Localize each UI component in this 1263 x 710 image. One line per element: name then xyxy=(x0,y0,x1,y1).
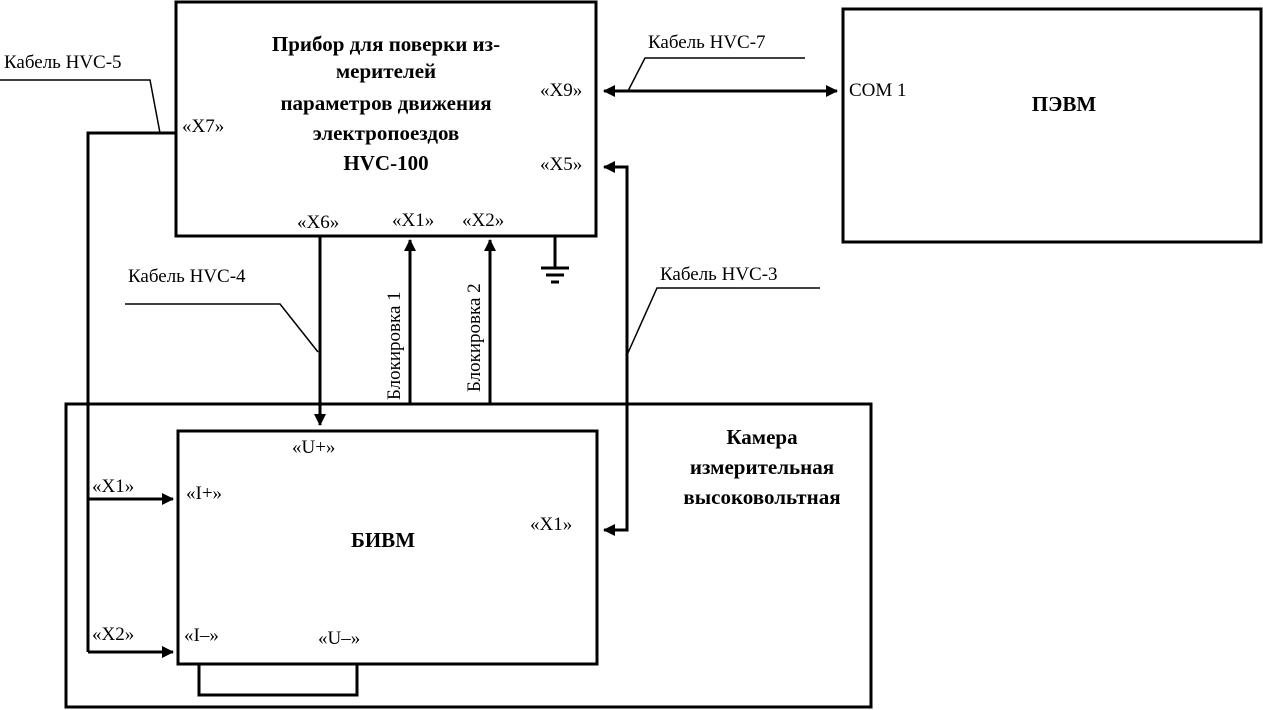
interlock-1: Блокировка 1 xyxy=(384,239,416,404)
ground-icon xyxy=(541,236,569,284)
bivm-port-x1: «X1» xyxy=(530,514,572,535)
bivm-port-i-plus: «I+» xyxy=(186,483,222,504)
cable-hvc7: Кабель HVC-7 xyxy=(603,32,838,97)
bivm-jumper xyxy=(197,664,359,697)
external-port-x2: «X2» xyxy=(92,624,134,645)
chamber-box xyxy=(64,402,873,709)
chamber-block: Камера измерительная высоковольтная xyxy=(64,402,873,709)
bivm-port-u-plus: «U+» xyxy=(292,437,335,458)
chamber-title-line-3: высоковольтная xyxy=(683,485,840,509)
cable-hvc4-label: Кабель HVC-4 xyxy=(128,266,246,287)
cable-hvc4-leader xyxy=(125,303,319,353)
cable-hvc5-label: Кабель HVC-5 xyxy=(4,52,122,73)
cable-hvc3-label: Кабель HVC-3 xyxy=(660,264,778,285)
device-title-line-3: параметров движения xyxy=(280,91,491,115)
device-title-line-1: Прибор для поверки из- xyxy=(272,32,500,56)
device-port-x5: «X5» xyxy=(540,154,582,175)
device-title-line-2: мерителей xyxy=(336,59,436,83)
device-port-x9: «X9» xyxy=(540,80,582,101)
cable-hvc7-label: Кабель HVC-7 xyxy=(648,32,766,53)
pc-box xyxy=(841,7,1263,244)
bivm-title: БИВМ xyxy=(351,528,415,552)
device-box xyxy=(174,0,598,238)
pc-block: ПЭВМ COM 1 xyxy=(841,7,1263,244)
bivm-block: БИВМ «U+» «I+» «I–» «U–» «X1» xyxy=(176,429,599,666)
cable-hvc4: Кабель HVC-4 xyxy=(125,236,326,426)
device-title-line-5: HVC-100 xyxy=(343,151,428,175)
bivm-box xyxy=(176,429,599,666)
interlock-1-label: Блокировка 1 xyxy=(384,291,405,400)
pc-port-com1: COM 1 xyxy=(849,80,907,101)
cable-hvc3-wire xyxy=(603,161,629,536)
interlock-2: Блокировка 2 xyxy=(464,239,496,404)
cable-hvc5-wire xyxy=(86,131,176,652)
bivm-port-u-minus: «U–» xyxy=(318,628,360,649)
device-block: Прибор для поверки из- мерителей парамет… xyxy=(174,0,598,238)
device-port-x1: «X1» xyxy=(392,210,434,231)
chamber-title-line-1: Камера xyxy=(726,425,798,449)
device-port-x2: «X2» xyxy=(462,210,504,231)
device-title-line-4: электропоездов xyxy=(313,121,460,145)
device-port-x7: «X7» xyxy=(182,116,224,137)
pc-title: ПЭВМ xyxy=(1032,92,1097,116)
cable-hvc3-leader xyxy=(626,287,820,356)
interlock-2-label: Блокировка 2 xyxy=(464,283,485,392)
cable-hvc7-leader xyxy=(627,57,805,92)
cable-hvc5: Кабель HVC-5 «X1» «X2» xyxy=(0,52,176,658)
device-port-x6: «X6» xyxy=(297,212,339,233)
cable-hvc3: Кабель HVC-3 xyxy=(603,161,820,536)
bivm-port-i-minus: «I–» xyxy=(184,625,219,646)
cable-hvc5-leader xyxy=(0,79,161,134)
chamber-title-line-2: измерительная xyxy=(690,455,834,479)
external-port-x1: «X1» xyxy=(92,476,134,497)
